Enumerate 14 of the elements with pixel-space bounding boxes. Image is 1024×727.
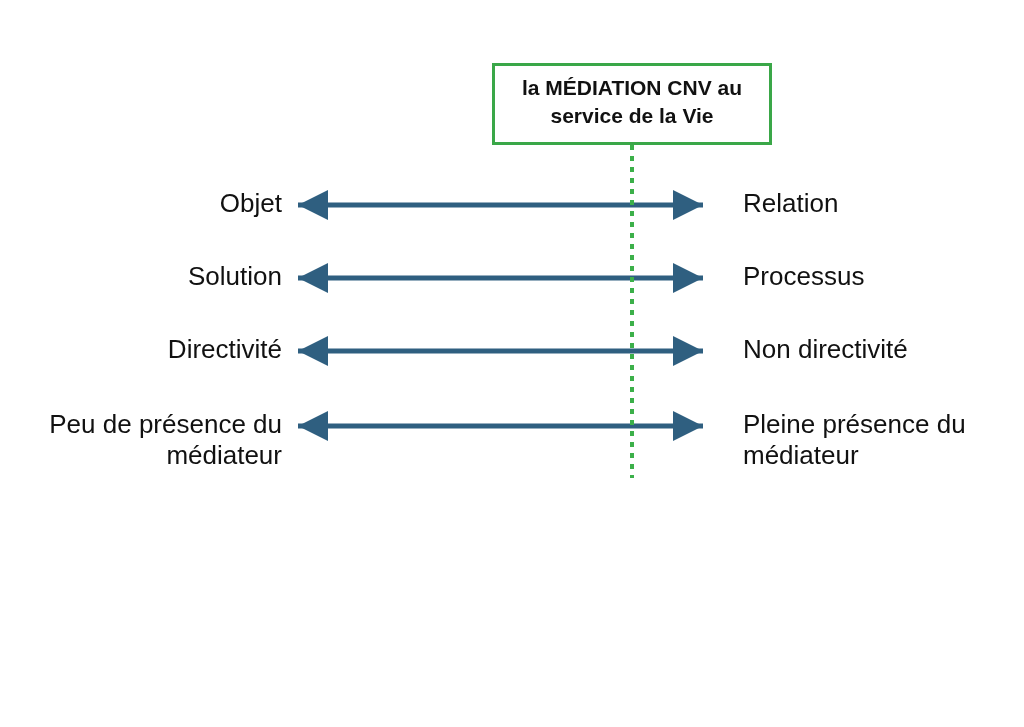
spectrum-label: Directivité: [100, 334, 282, 365]
double-arrow: [298, 263, 703, 293]
spectrum-label: Non directivité: [743, 334, 1003, 365]
spectrum-label: Objet: [100, 188, 282, 219]
double-arrow: [298, 411, 703, 441]
dotted-line: [630, 145, 634, 478]
double-arrow: [298, 336, 703, 366]
spectrum-label: Peu de présence du médiateur: [30, 409, 282, 471]
double-arrow: [298, 190, 703, 220]
spectrum-label: Pleine présence du médiateur: [743, 409, 1003, 471]
title-box: la MÉDIATION CNV au service de la Vie: [492, 63, 772, 145]
spectrum-label: Processus: [743, 261, 1003, 292]
spectrum-label: Solution: [100, 261, 282, 292]
spectrum-label: Relation: [743, 188, 1003, 219]
